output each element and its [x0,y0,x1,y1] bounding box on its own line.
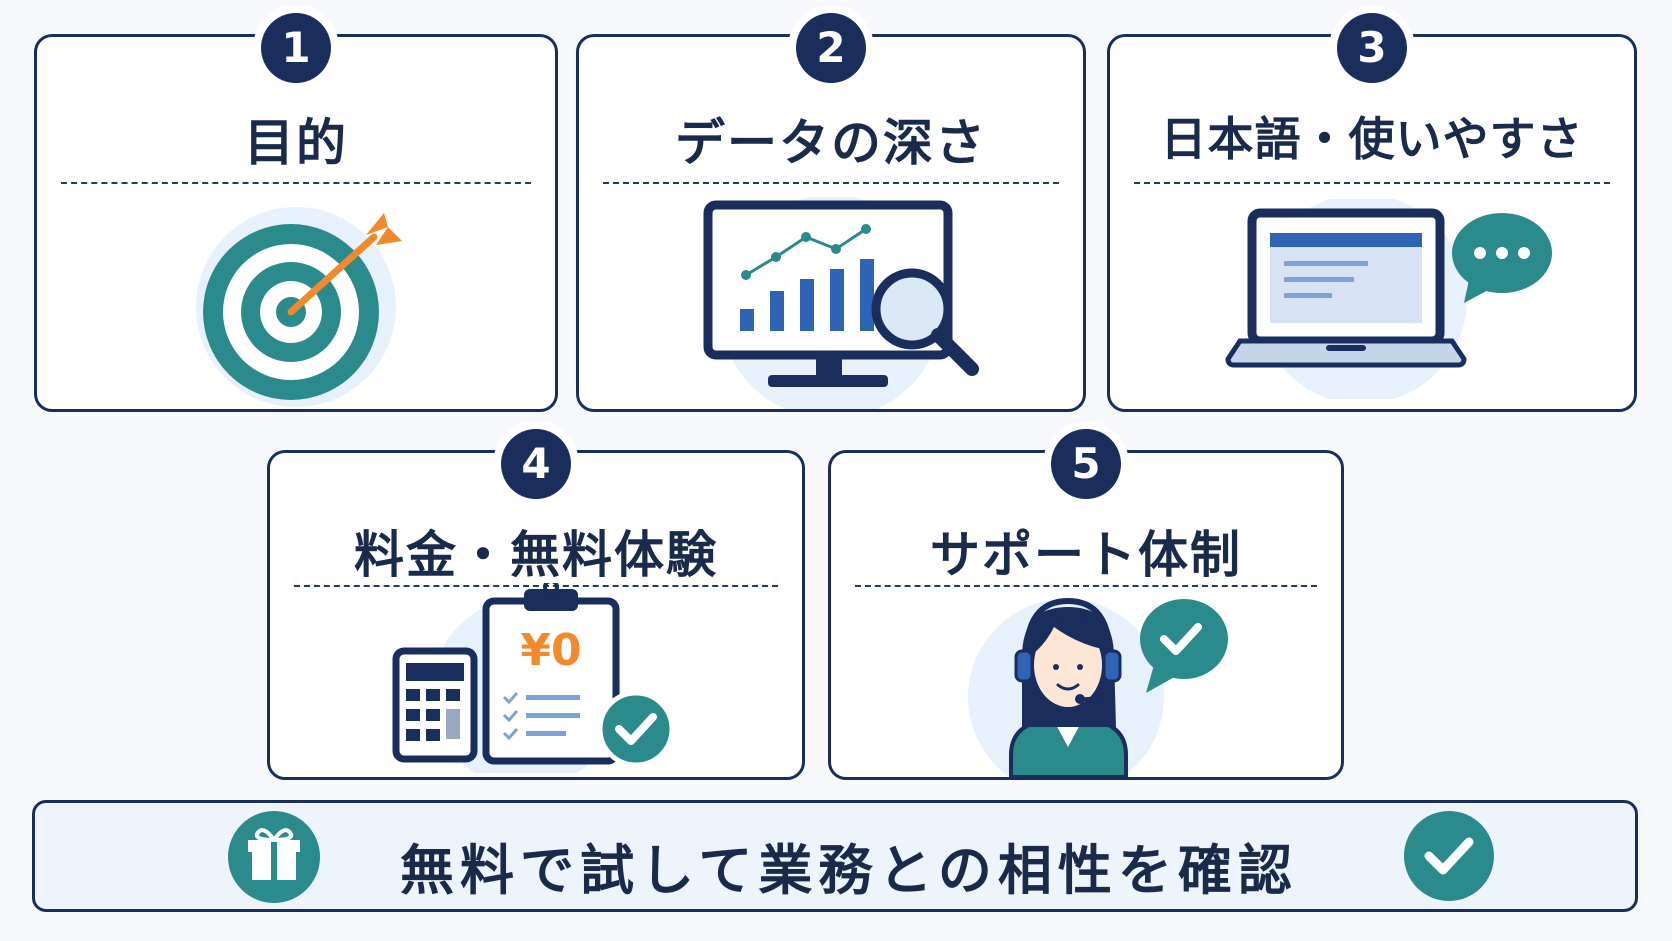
dashed-divider [603,182,1059,184]
card-title: サポート体制 [930,526,1242,584]
card-purpose: 1 目的 [34,13,558,412]
card-title: 日本語・使いやすさ [1160,112,1584,166]
card-title: 目的 [244,114,348,172]
dashed-divider [294,585,778,587]
dashed-divider [1134,182,1610,184]
gift-icon [228,811,320,903]
card-support: 5 サポート体制 [828,429,1344,780]
card-title: データの深さ [675,114,987,172]
dashed-divider [61,182,531,184]
price-text: ¥0 [520,625,581,676]
step-number: 3 [1337,13,1407,83]
card-title: 料金・無料体験 [354,526,718,584]
card-data-depth: 2 データの深さ [576,13,1086,412]
check-icon [1404,811,1494,901]
step-number: 5 [1051,429,1121,499]
step-number: 1 [261,13,331,83]
card-japanese-usability: 3 日本語・使いやすさ [1107,13,1637,412]
step-number: 4 [501,429,571,499]
support-operator-icon [968,597,1228,777]
monitor-chart-magnifier-icon [703,197,979,409]
dashed-divider [855,585,1317,587]
footer-text: 無料で試して業務との相性を確認 [400,839,1298,902]
step-number: 2 [796,13,866,83]
card-pricing-trial: 4 料金・無料体験 ¥0 [267,429,805,780]
footer-banner: 無料で試して業務との相性を確認 [32,800,1638,912]
calculator-clipboard-icon: ¥0 [392,583,675,773]
target-arrow-icon [196,207,402,407]
laptop-speech-bubble-icon [1225,199,1552,399]
